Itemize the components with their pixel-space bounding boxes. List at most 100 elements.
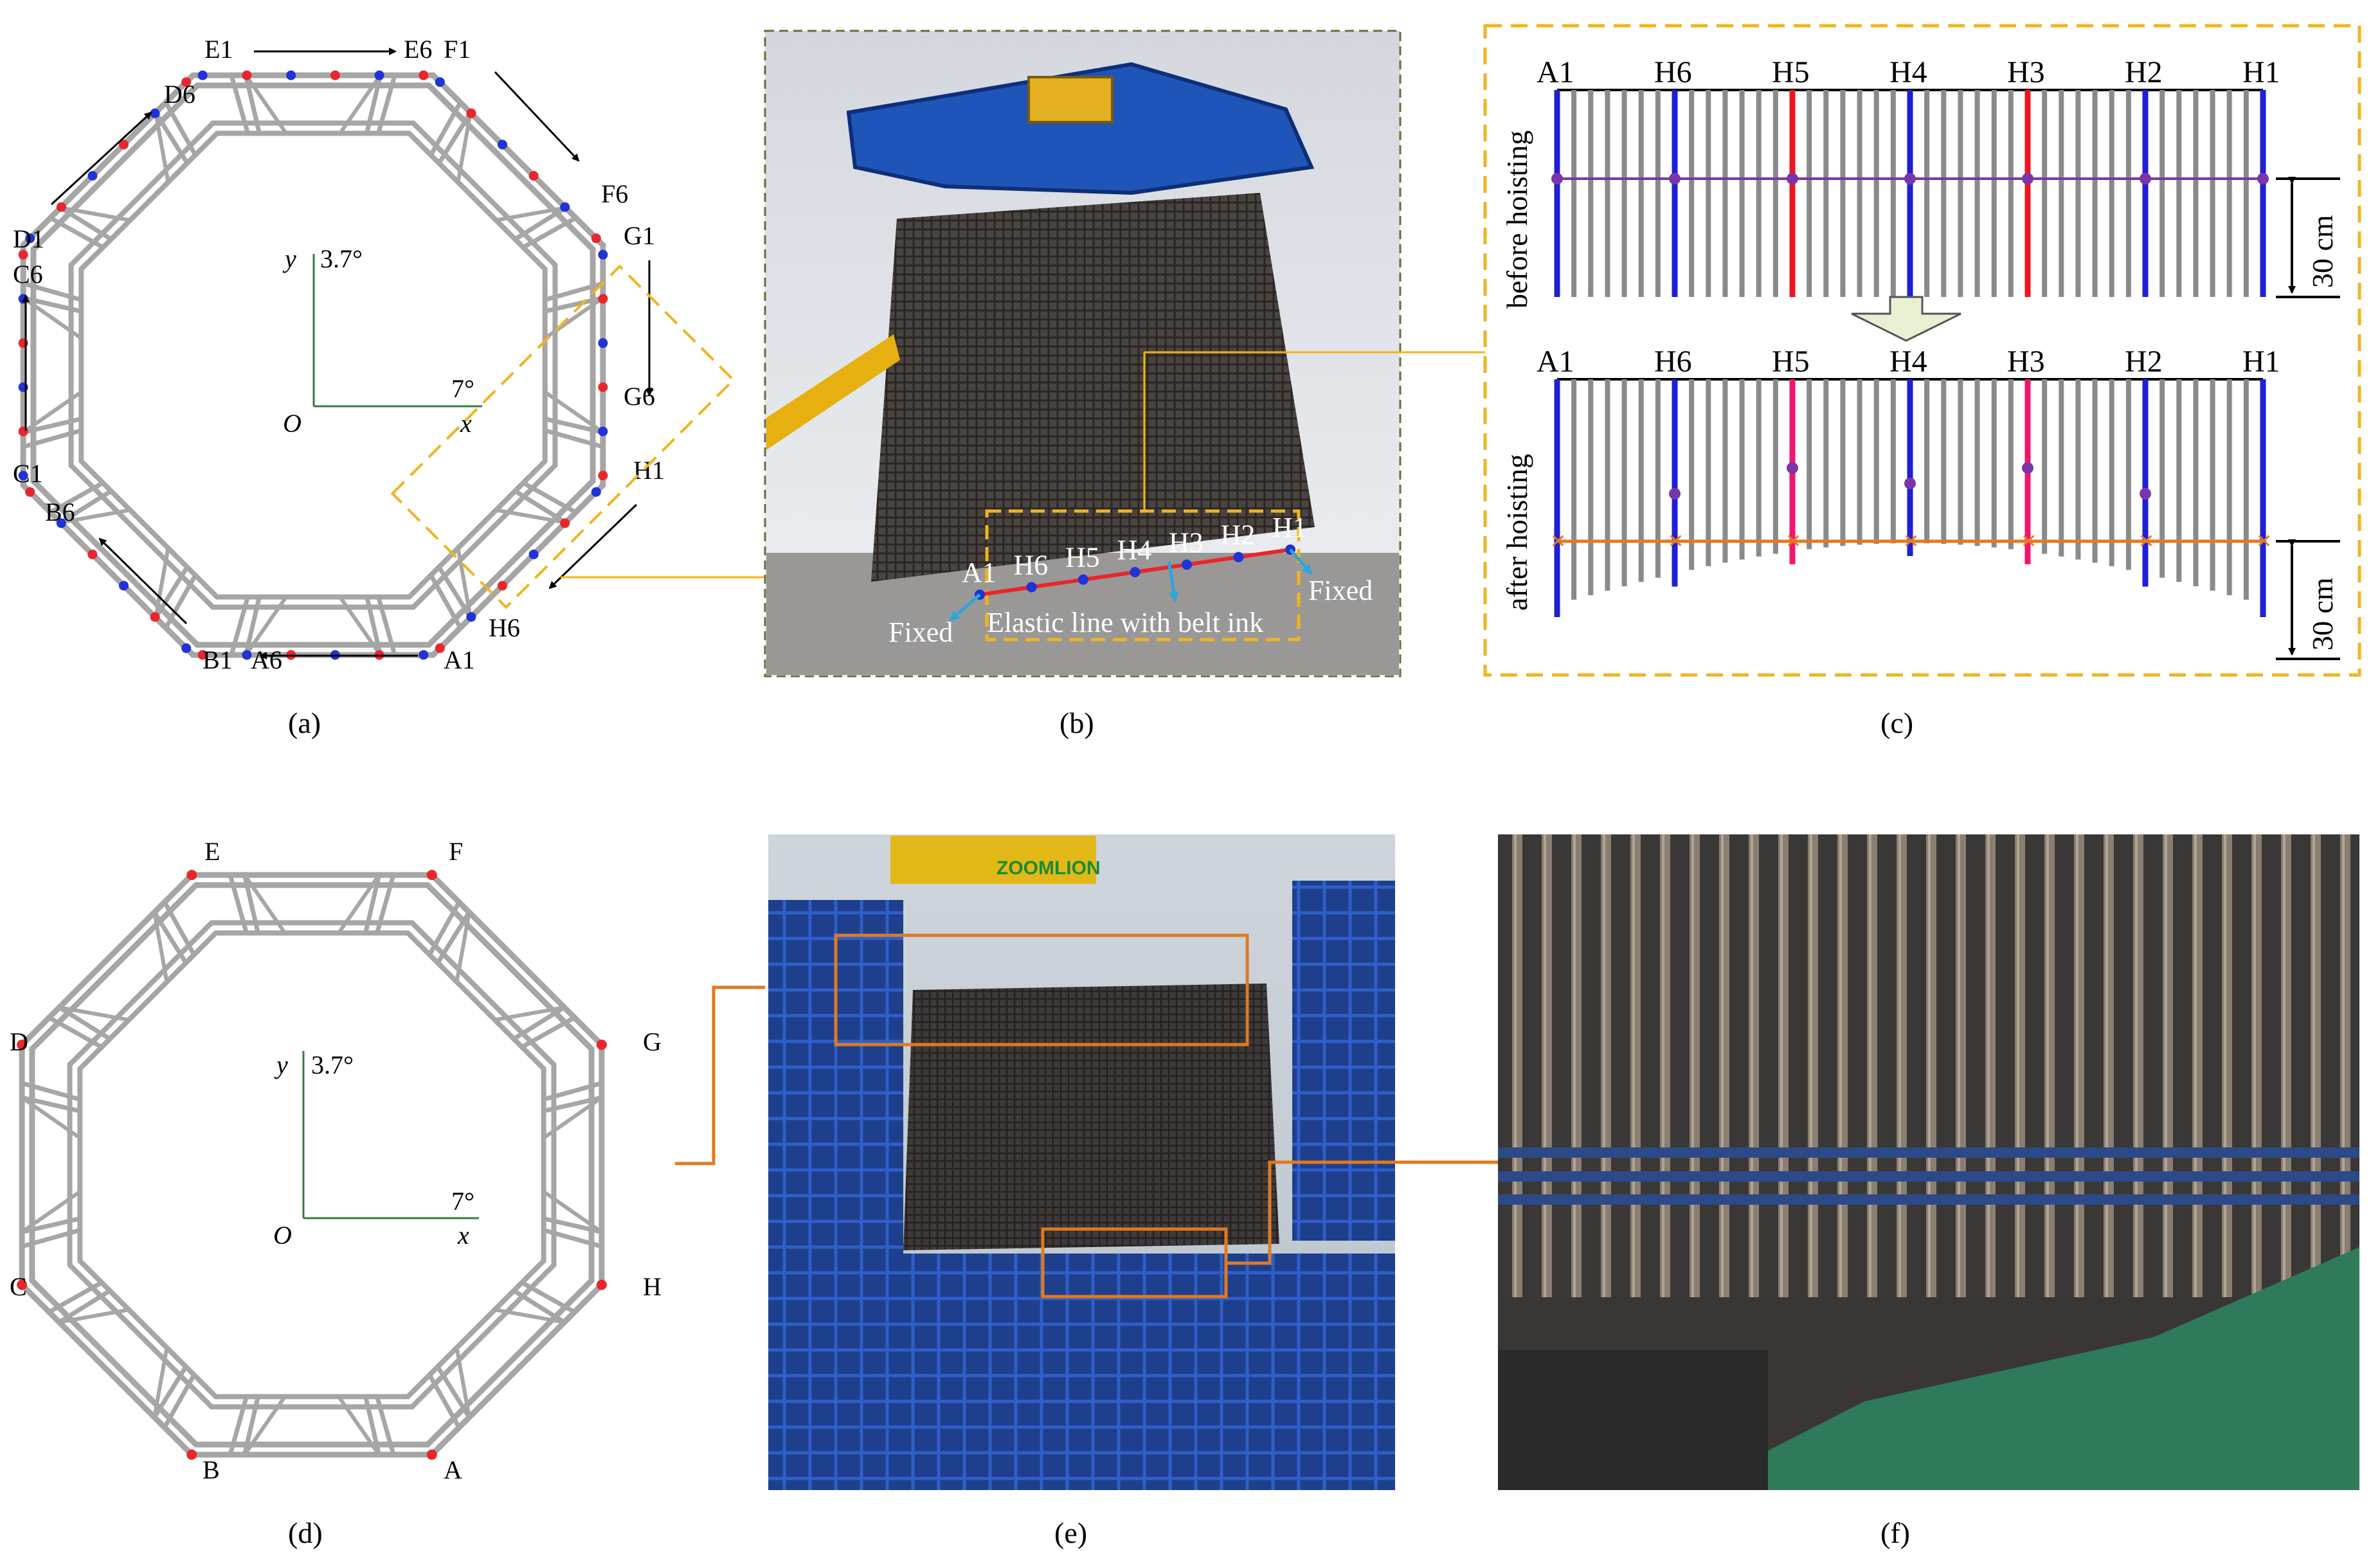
measure-point	[25, 487, 35, 497]
cross-brace	[514, 206, 567, 242]
measure-point	[598, 338, 608, 348]
fixed-right-label: Fixed	[1308, 575, 1373, 606]
cross-brace	[544, 296, 604, 314]
cross-brace	[521, 1015, 576, 1049]
cross-brace	[244, 596, 262, 656]
panel-e-photo-installation: ZOOMLION (e)	[768, 834, 1498, 1549]
corner-label: D	[10, 1027, 28, 1056]
frame-ring	[19, 872, 605, 1458]
cross-brace	[543, 1216, 602, 1234]
measure-point	[118, 580, 129, 591]
diagonal-brace	[543, 296, 604, 340]
cross-brace	[163, 574, 197, 629]
corner-label: E1	[204, 35, 233, 64]
ink-point	[2022, 173, 2033, 184]
panel-e-label: (e)	[1054, 1516, 1087, 1549]
point-label: H5	[1065, 542, 1100, 573]
cross-brace	[21, 1228, 81, 1249]
corner-label: F	[449, 837, 463, 866]
frame-ring	[30, 82, 596, 648]
measure-point	[118, 139, 129, 150]
x-angle-label: 7°	[451, 374, 474, 403]
cross-brace	[162, 1374, 196, 1429]
corner-point	[596, 1279, 607, 1290]
formwork-base	[1498, 1350, 1768, 1490]
cross-brace	[375, 1396, 396, 1455]
y-angle-label: 3.7°	[320, 244, 363, 273]
top-zone-box	[834, 933, 1249, 1047]
cross-brace	[154, 111, 190, 165]
corner-label: A6	[251, 645, 282, 674]
y-axis-label: y	[274, 1050, 288, 1079]
cross-brace	[49, 215, 104, 249]
corner-label: G6	[624, 382, 655, 411]
line-point	[1130, 567, 1140, 577]
measure-point	[150, 108, 160, 118]
bar-label: H3	[2007, 55, 2045, 89]
measure-point	[150, 612, 160, 622]
diagonal-brace	[542, 1190, 603, 1234]
measure-point	[197, 650, 208, 660]
cross-brace	[429, 574, 463, 629]
cross-brace	[59, 206, 113, 242]
vertical-rods	[1498, 834, 2359, 1297]
bar-label: H1	[2242, 345, 2280, 379]
cross-marker: ✕	[2256, 530, 2272, 553]
ink-point-shifted	[1669, 488, 1681, 499]
measure-point	[56, 202, 66, 212]
cross-brace	[514, 489, 567, 525]
corner-label: G1	[624, 221, 655, 250]
cross-brace	[23, 281, 82, 302]
cross-brace	[162, 901, 196, 956]
diagonal-brace	[456, 548, 473, 618]
cross-brace	[363, 1396, 381, 1455]
cross-brace	[376, 596, 397, 656]
cross-brace	[437, 566, 473, 619]
measure-point	[598, 382, 608, 392]
ink-point	[1904, 173, 1916, 184]
cross-brace	[521, 1281, 576, 1315]
after-hoisting-label: after hoisting	[1501, 454, 1533, 611]
line-point	[1078, 574, 1088, 585]
blue-stirrups-2	[1498, 1171, 2359, 1182]
cross-brace	[229, 75, 250, 134]
panel-f-label: (f)	[1880, 1516, 1910, 1549]
ink-point	[2140, 173, 2151, 184]
corner-label: H6	[489, 613, 520, 642]
cross-brace	[242, 1396, 260, 1455]
cross-brace	[543, 1081, 602, 1102]
origin-label: O	[273, 1221, 292, 1250]
point-label: H1	[1272, 512, 1307, 543]
measure-point	[598, 471, 608, 481]
ink-point-shifted	[1787, 462, 1798, 474]
cross-brace	[435, 911, 471, 964]
corner-label: F1	[444, 35, 471, 64]
target-line-box	[985, 509, 1301, 642]
ink-point-shifted	[1904, 478, 1916, 489]
bar-label: H5	[1772, 345, 1810, 379]
cross-brace	[512, 1288, 566, 1324]
measure-point	[374, 70, 384, 80]
bar-label: H3	[2007, 345, 2045, 379]
green-cover	[1691, 1247, 2359, 1490]
corner-label: C1	[13, 459, 43, 488]
measure-point	[498, 139, 508, 150]
corner-label: H	[643, 1272, 662, 1301]
measure-point	[56, 518, 66, 528]
measure-point	[528, 550, 539, 560]
connector-d-to-e	[675, 985, 765, 1165]
line-point	[1233, 552, 1244, 562]
measure-point	[87, 550, 98, 560]
measure-point	[181, 643, 192, 653]
scaffold-right	[1292, 881, 1395, 1241]
crane-brand-label: ZOOMLION	[996, 858, 1101, 879]
before-hoisting-label: before hoisting	[1501, 130, 1533, 309]
crane-body	[890, 836, 1096, 884]
frame-ring	[78, 130, 548, 600]
diagonal-brace	[154, 548, 170, 618]
